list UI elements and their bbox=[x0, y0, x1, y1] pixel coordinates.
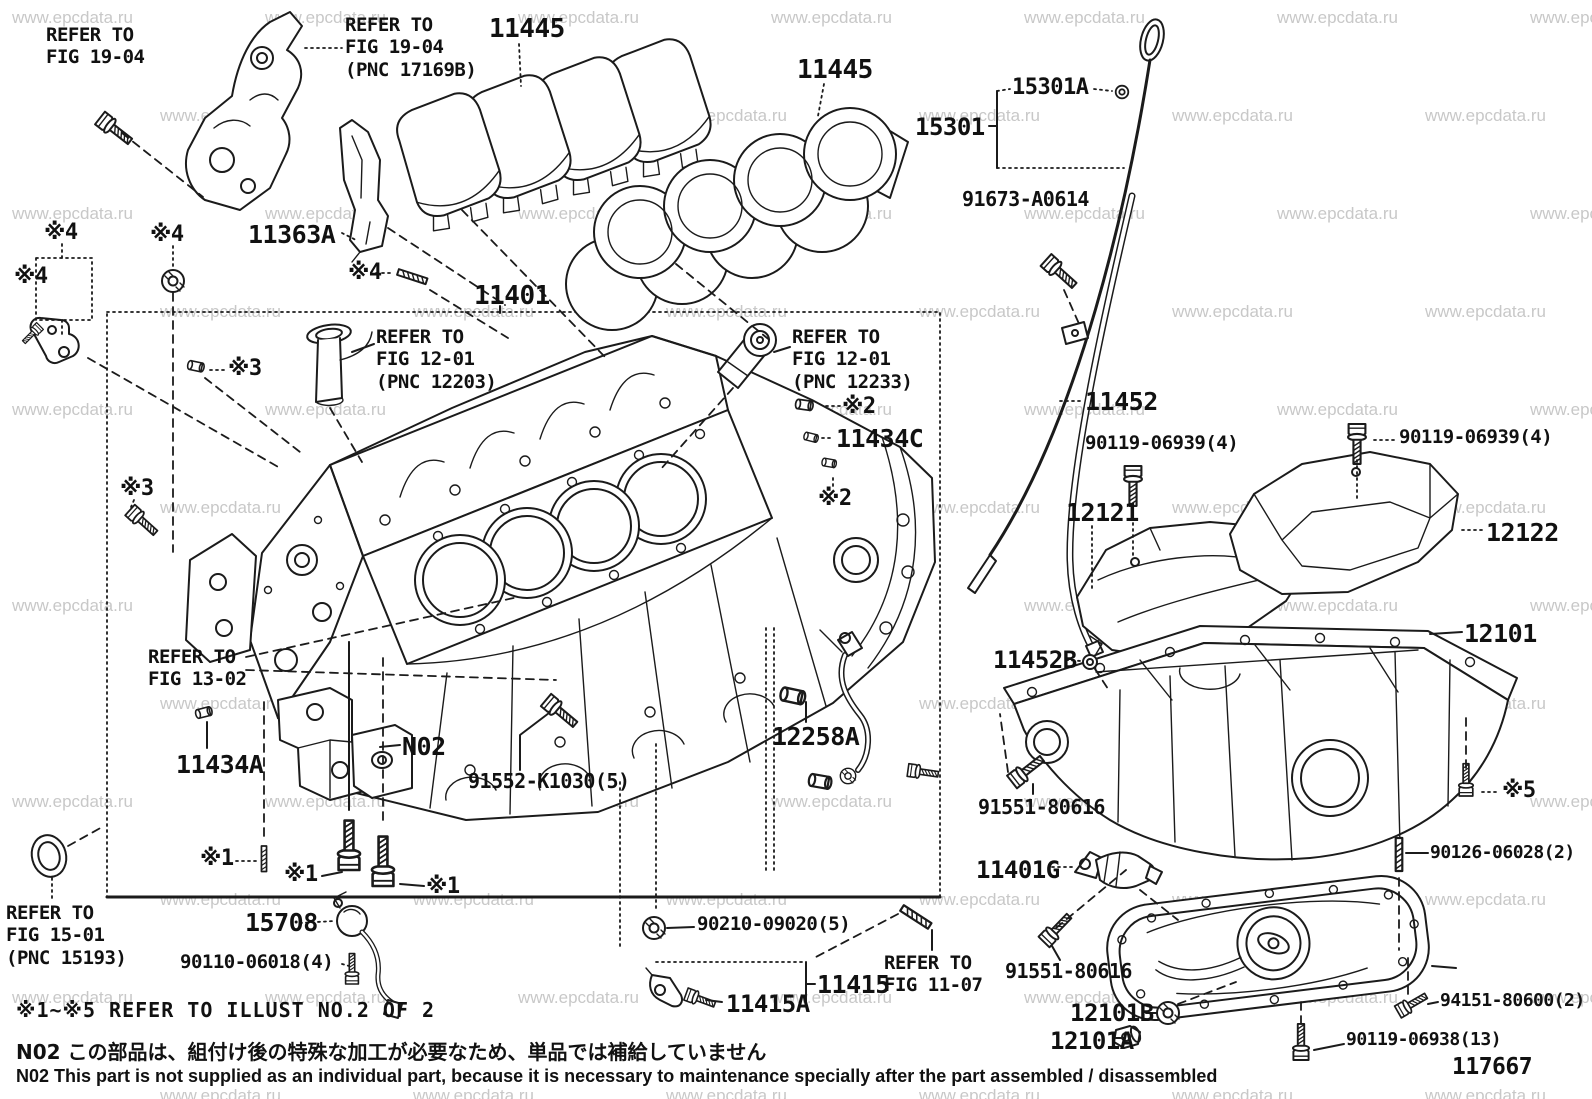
nozzle-11415-art bbox=[645, 967, 683, 1008]
watermark: www.epcdata.ru bbox=[771, 792, 892, 811]
assembly-box bbox=[105, 305, 942, 899]
knock-sensor-art bbox=[717, 323, 777, 389]
dipstick-art bbox=[967, 18, 1165, 594]
watermark: www.epcdata.ru bbox=[1172, 302, 1293, 321]
watermark: www.epcdata.ru bbox=[1530, 204, 1592, 223]
watermark: www.epcdata.ru bbox=[1530, 596, 1592, 615]
watermark: www.epcdata.ru bbox=[919, 1086, 1040, 1099]
dipstick-guide-art bbox=[1061, 192, 1136, 658]
watermark: www.epcdata.ru bbox=[518, 8, 639, 27]
watermark: www.epcdata.ru bbox=[1172, 1086, 1293, 1099]
watermark: www.epcdata.ru bbox=[12, 400, 133, 419]
oil-pan-art bbox=[1003, 625, 1518, 861]
watermark: www.epcdata.ru bbox=[12, 792, 133, 811]
watermark: www.epcdata.ru bbox=[1024, 8, 1145, 27]
watermark: www.epcdata.ru bbox=[265, 988, 386, 1007]
bracket-11363a-art bbox=[339, 119, 389, 263]
front-bracket-art bbox=[185, 533, 257, 663]
watermark: www.epcdata.ru bbox=[1277, 204, 1398, 223]
front-seal-art bbox=[30, 834, 68, 878]
watermark: www.epcdata.ru bbox=[771, 988, 892, 1007]
bearing-shells-lower-art bbox=[565, 107, 909, 331]
sensor-15708-art bbox=[333, 891, 403, 1019]
watermark: www.epcdata.ru bbox=[919, 302, 1040, 321]
oil-pipe-12258a-art bbox=[778, 629, 940, 791]
watermark: www.epcdata.ru bbox=[413, 1086, 534, 1099]
watermark: www.epcdata.ru bbox=[160, 890, 281, 909]
watermark: www.epcdata.ru bbox=[1277, 8, 1398, 27]
watermark: www.epcdata.ru bbox=[1530, 400, 1592, 419]
watermark: www.epcdata.ru bbox=[1277, 596, 1398, 615]
watermark: www.epcdata.ru bbox=[919, 498, 1040, 517]
watermark: www.epcdata.ru bbox=[160, 498, 281, 517]
watermark: www.epcdata.ru bbox=[771, 8, 892, 27]
watermark: www.epcdata.ru bbox=[1172, 106, 1293, 125]
watermark: www.epcdata.ru bbox=[919, 106, 1040, 125]
watermark: www.epcdata.ru bbox=[265, 400, 386, 419]
watermark: www.epcdata.ru bbox=[1425, 302, 1546, 321]
watermark: www.epcdata.ru bbox=[12, 988, 133, 1007]
watermark: www.epcdata.ru bbox=[666, 1086, 787, 1099]
leader-lines bbox=[35, 43, 1501, 1051]
watermark: www.epcdata.ru bbox=[1530, 792, 1592, 811]
watermark: www.epcdata.ru bbox=[12, 8, 133, 27]
watermark: www.epcdata.ru bbox=[12, 596, 133, 615]
engine-block-art bbox=[249, 335, 936, 821]
watermark: www.epcdata.ru bbox=[1425, 890, 1546, 909]
watermark: www.epcdata.ru bbox=[1277, 400, 1398, 419]
watermark: www.epcdata.ru bbox=[265, 792, 386, 811]
watermark: www.epcdata.ru bbox=[1530, 8, 1592, 27]
n02-bracket-art bbox=[277, 687, 413, 801]
watermark: www.epcdata.ru bbox=[518, 988, 639, 1007]
leader-15301 bbox=[988, 84, 1130, 169]
watermark: www.epcdata.ru bbox=[160, 694, 281, 713]
oil-pan2-art bbox=[1106, 874, 1430, 1022]
watermark: www.epcdata.ru bbox=[919, 890, 1040, 909]
watermark: www.epcdata.ru bbox=[160, 1086, 281, 1099]
watermark: www.epcdata.ru bbox=[666, 890, 787, 909]
watermark: www.epcdata.ru bbox=[1530, 988, 1592, 1007]
sensor-11401g-art bbox=[1074, 851, 1163, 889]
watermark: www.epcdata.ru bbox=[413, 890, 534, 909]
watermark: www.epcdata.ru bbox=[1425, 1086, 1546, 1099]
tray-12122-art bbox=[1229, 451, 1459, 595]
watermark: www.epcdata.ru bbox=[12, 204, 133, 223]
water-outlet-art bbox=[306, 323, 373, 407]
bracket-art bbox=[185, 11, 303, 211]
watermark: www.epcdata.ru bbox=[1425, 106, 1546, 125]
watermark: www.epcdata.ru bbox=[1024, 204, 1145, 223]
